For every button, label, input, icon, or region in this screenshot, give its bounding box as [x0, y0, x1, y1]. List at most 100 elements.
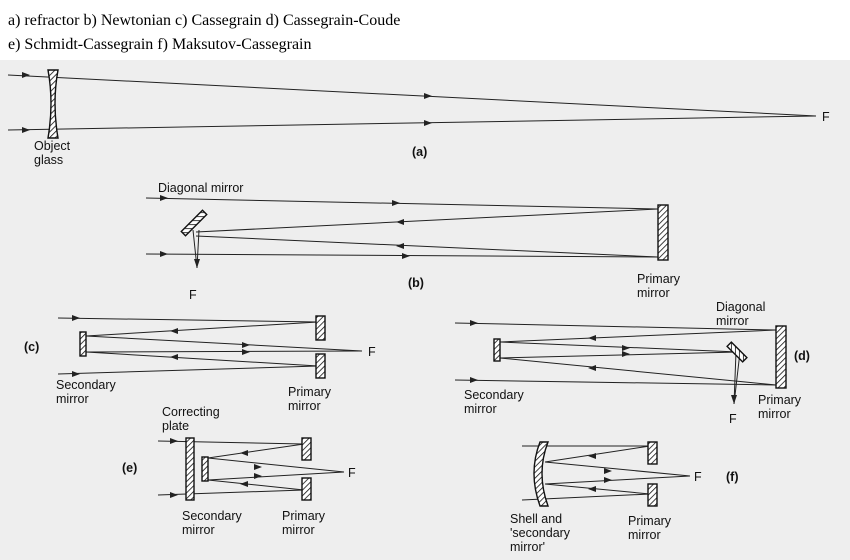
arrow-icon — [622, 351, 630, 357]
secondary-mirror — [493, 338, 501, 362]
ray — [499, 351, 739, 359]
primary-mirror-label: Primary — [758, 393, 802, 407]
arrow-icon — [160, 251, 168, 257]
secondary-mirror-label: Secondary — [182, 509, 243, 523]
primary-mirror-label: mirror — [637, 286, 670, 300]
arrow-icon — [588, 453, 596, 459]
arrow-icon — [194, 259, 200, 268]
object-glass-label: Object — [34, 139, 71, 153]
secondary-mirror-label: Secondary — [56, 378, 117, 392]
arrow-icon — [170, 438, 178, 444]
caption-line-2: e) Schmidt-Cassegrain f) Maksutov-Casseg… — [8, 36, 312, 53]
correcting-plate-label: Correcting — [162, 405, 220, 419]
arrow-icon — [242, 342, 250, 348]
arrow-icon — [396, 219, 404, 225]
shell-label: 'secondary — [510, 526, 571, 540]
panel-f-maksutov-cassegrain: F (f) Shell and 'secondary mirror' Prima… — [510, 441, 739, 554]
diagonal-mirror — [726, 341, 748, 363]
ray — [157, 489, 305, 496]
primary-mirror — [315, 315, 326, 341]
arrow-icon — [170, 492, 178, 498]
panel-tag-f: (f) — [726, 470, 739, 484]
ray — [544, 445, 651, 463]
focus-label-a: F — [822, 110, 830, 124]
ray — [145, 197, 659, 210]
ray — [85, 351, 319, 367]
ray — [544, 483, 651, 495]
focus-label-d: F — [729, 412, 737, 426]
arrow-icon — [731, 395, 737, 404]
secondary-mirror-label: mirror — [464, 402, 497, 416]
arrow-icon — [424, 93, 432, 99]
primary-mirror-label: Primary — [637, 272, 681, 286]
arrow-icon — [622, 345, 630, 351]
ray — [85, 335, 363, 352]
primary-mirror-label: mirror — [282, 523, 315, 537]
primary-mirror-label: mirror — [628, 528, 661, 542]
primary-mirror-label: Primary — [282, 509, 326, 523]
panel-c-cassegrain: (c) F Secondary mirror Primary mirror — [24, 315, 376, 413]
primary-mirror — [647, 441, 658, 465]
ray — [454, 322, 777, 331]
diagonal-mirror-label: Diagonal mirror — [158, 181, 243, 195]
arrow-icon — [240, 481, 248, 487]
panel-b-newtonian: Diagonal mirror Primary mirror (b) F — [145, 181, 681, 302]
ray — [57, 365, 319, 375]
secondary-mirror-label: mirror — [182, 523, 215, 537]
arrow-icon — [392, 200, 400, 206]
ray — [157, 440, 305, 445]
ray — [7, 115, 817, 131]
arrow-icon — [22, 72, 30, 78]
panel-tag-d: (d) — [794, 349, 810, 363]
ray — [454, 379, 777, 386]
primary-mirror — [315, 353, 326, 379]
arrow-icon — [396, 243, 404, 249]
ray — [85, 321, 319, 337]
ray — [207, 471, 345, 481]
secondary-mirror-label: Secondary — [464, 388, 525, 402]
arrow-icon — [242, 349, 250, 355]
arrow-icon — [170, 328, 178, 334]
arrow-icon — [160, 195, 168, 201]
panel-d-cassegrain-coude: Diagonal mirror (d) Secondary mirror Pri… — [454, 300, 810, 426]
primary-mirror — [647, 483, 658, 507]
arrow-icon — [254, 464, 262, 470]
primary-mirror — [775, 325, 787, 389]
diagonal-mirror — [180, 209, 208, 237]
arrow-icon — [402, 253, 410, 259]
arrow-icon — [604, 468, 612, 474]
ray — [207, 443, 305, 459]
arrow-icon — [170, 354, 178, 360]
panel-tag-a: (a) — [412, 145, 427, 159]
shell-label: mirror' — [510, 540, 545, 554]
arrow-icon — [72, 315, 80, 321]
correcting-plate-label: plate — [162, 419, 189, 433]
arrow-icon — [588, 365, 596, 371]
arrow-icon — [424, 120, 432, 126]
object-glass-lens — [47, 69, 59, 139]
primary-mirror-label: mirror — [288, 399, 321, 413]
arrow-icon — [588, 335, 596, 341]
arrow-icon — [240, 450, 248, 456]
shell-label: Shell and — [510, 512, 562, 526]
focus-label-e: F — [348, 466, 356, 480]
focus-label-b: F — [189, 288, 197, 302]
focus-label-f: F — [694, 470, 702, 484]
ray — [57, 317, 319, 323]
focus-label-c: F — [368, 345, 376, 359]
ray — [195, 235, 659, 258]
arrow-icon — [604, 477, 612, 483]
ray — [544, 461, 691, 477]
panel-tag-e: (e) — [122, 461, 137, 475]
ray — [499, 329, 777, 343]
primary-mirror-label: mirror — [758, 407, 791, 421]
ray — [207, 479, 305, 491]
ray — [207, 457, 345, 473]
panel-e-schmidt-cassegrain: Correcting plate (e) F Secondary mirror … — [122, 405, 356, 537]
ray — [499, 357, 777, 386]
primary-mirror-label: Primary — [628, 514, 672, 528]
diagonal-mirror-label: Diagonal — [716, 300, 765, 314]
primary-mirror — [301, 477, 312, 501]
panel-a-refractor: Object glass (a) F — [7, 69, 830, 167]
